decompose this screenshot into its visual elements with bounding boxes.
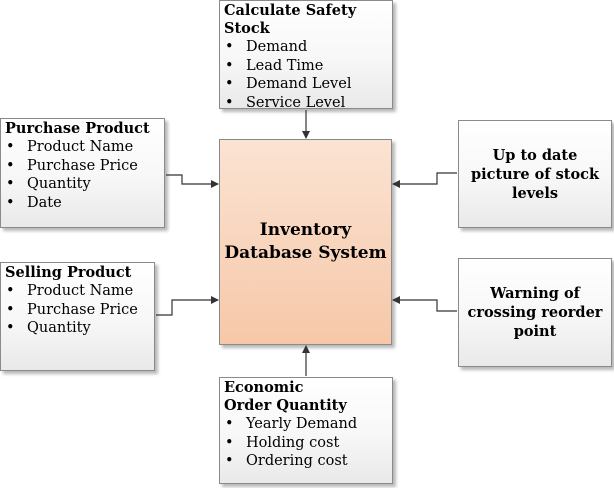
arrow-stock-picture [392, 172, 457, 188]
selling-product-list: Product Name Purchase Price Quantity [5, 282, 150, 338]
list-item: Holding cost [224, 434, 388, 453]
list-item: Quantity [5, 319, 150, 338]
purchase-product-list: Product Name Purchase Price Quantity Dat… [5, 138, 160, 212]
list-item: Quantity [5, 175, 160, 194]
purchase-product-box: Purchase Product Product Name Purchase P… [0, 118, 165, 228]
selling-product-title: Selling Product [5, 264, 132, 281]
stock-picture-box: Up to date picture of stock levels [458, 120, 612, 228]
reorder-warning-box: Warning of crossing reorder point [458, 258, 612, 367]
inventory-database-title: Inventory Database System [224, 220, 387, 263]
list-item: Date [5, 194, 160, 213]
list-item: Yearly Demand [224, 415, 388, 434]
safety-stock-title: Calculate Safety Stock [224, 2, 357, 37]
arrow-selling-product [156, 296, 219, 316]
inventory-database-box: Inventory Database System [219, 139, 392, 345]
reorder-warning-title: Warning of crossing reorder point [467, 285, 603, 340]
list-item: Purchase Price [5, 157, 160, 176]
list-item: Demand Level [224, 75, 388, 94]
eoq-list: Yearly Demand Holding cost Ordering cost [224, 415, 388, 471]
list-item: Purchase Price [5, 301, 150, 320]
list-item: Demand [224, 38, 388, 57]
stock-picture-title: Up to date picture of stock levels [471, 146, 599, 202]
safety-stock-box: Calculate Safety Stock Demand Lead Time … [219, 0, 393, 112]
arrow-reorder-warning [392, 296, 457, 312]
list-item: Service Level [224, 94, 388, 113]
list-item: Product Name [5, 282, 150, 301]
arrow-purchase-product [166, 174, 219, 188]
list-item: Ordering cost [224, 452, 388, 471]
safety-stock-list: Demand Lead Time Demand Level Service Le… [224, 38, 388, 112]
eoq-title: Economic Order Quantity [224, 379, 347, 414]
purchase-product-title: Purchase Product [5, 120, 150, 137]
eoq-box: Economic Order Quantity Yearly Demand Ho… [219, 377, 393, 484]
list-item: Lead Time [224, 57, 388, 76]
selling-product-box: Selling Product Product Name Purchase Pr… [0, 262, 155, 371]
list-item: Product Name [5, 138, 160, 157]
